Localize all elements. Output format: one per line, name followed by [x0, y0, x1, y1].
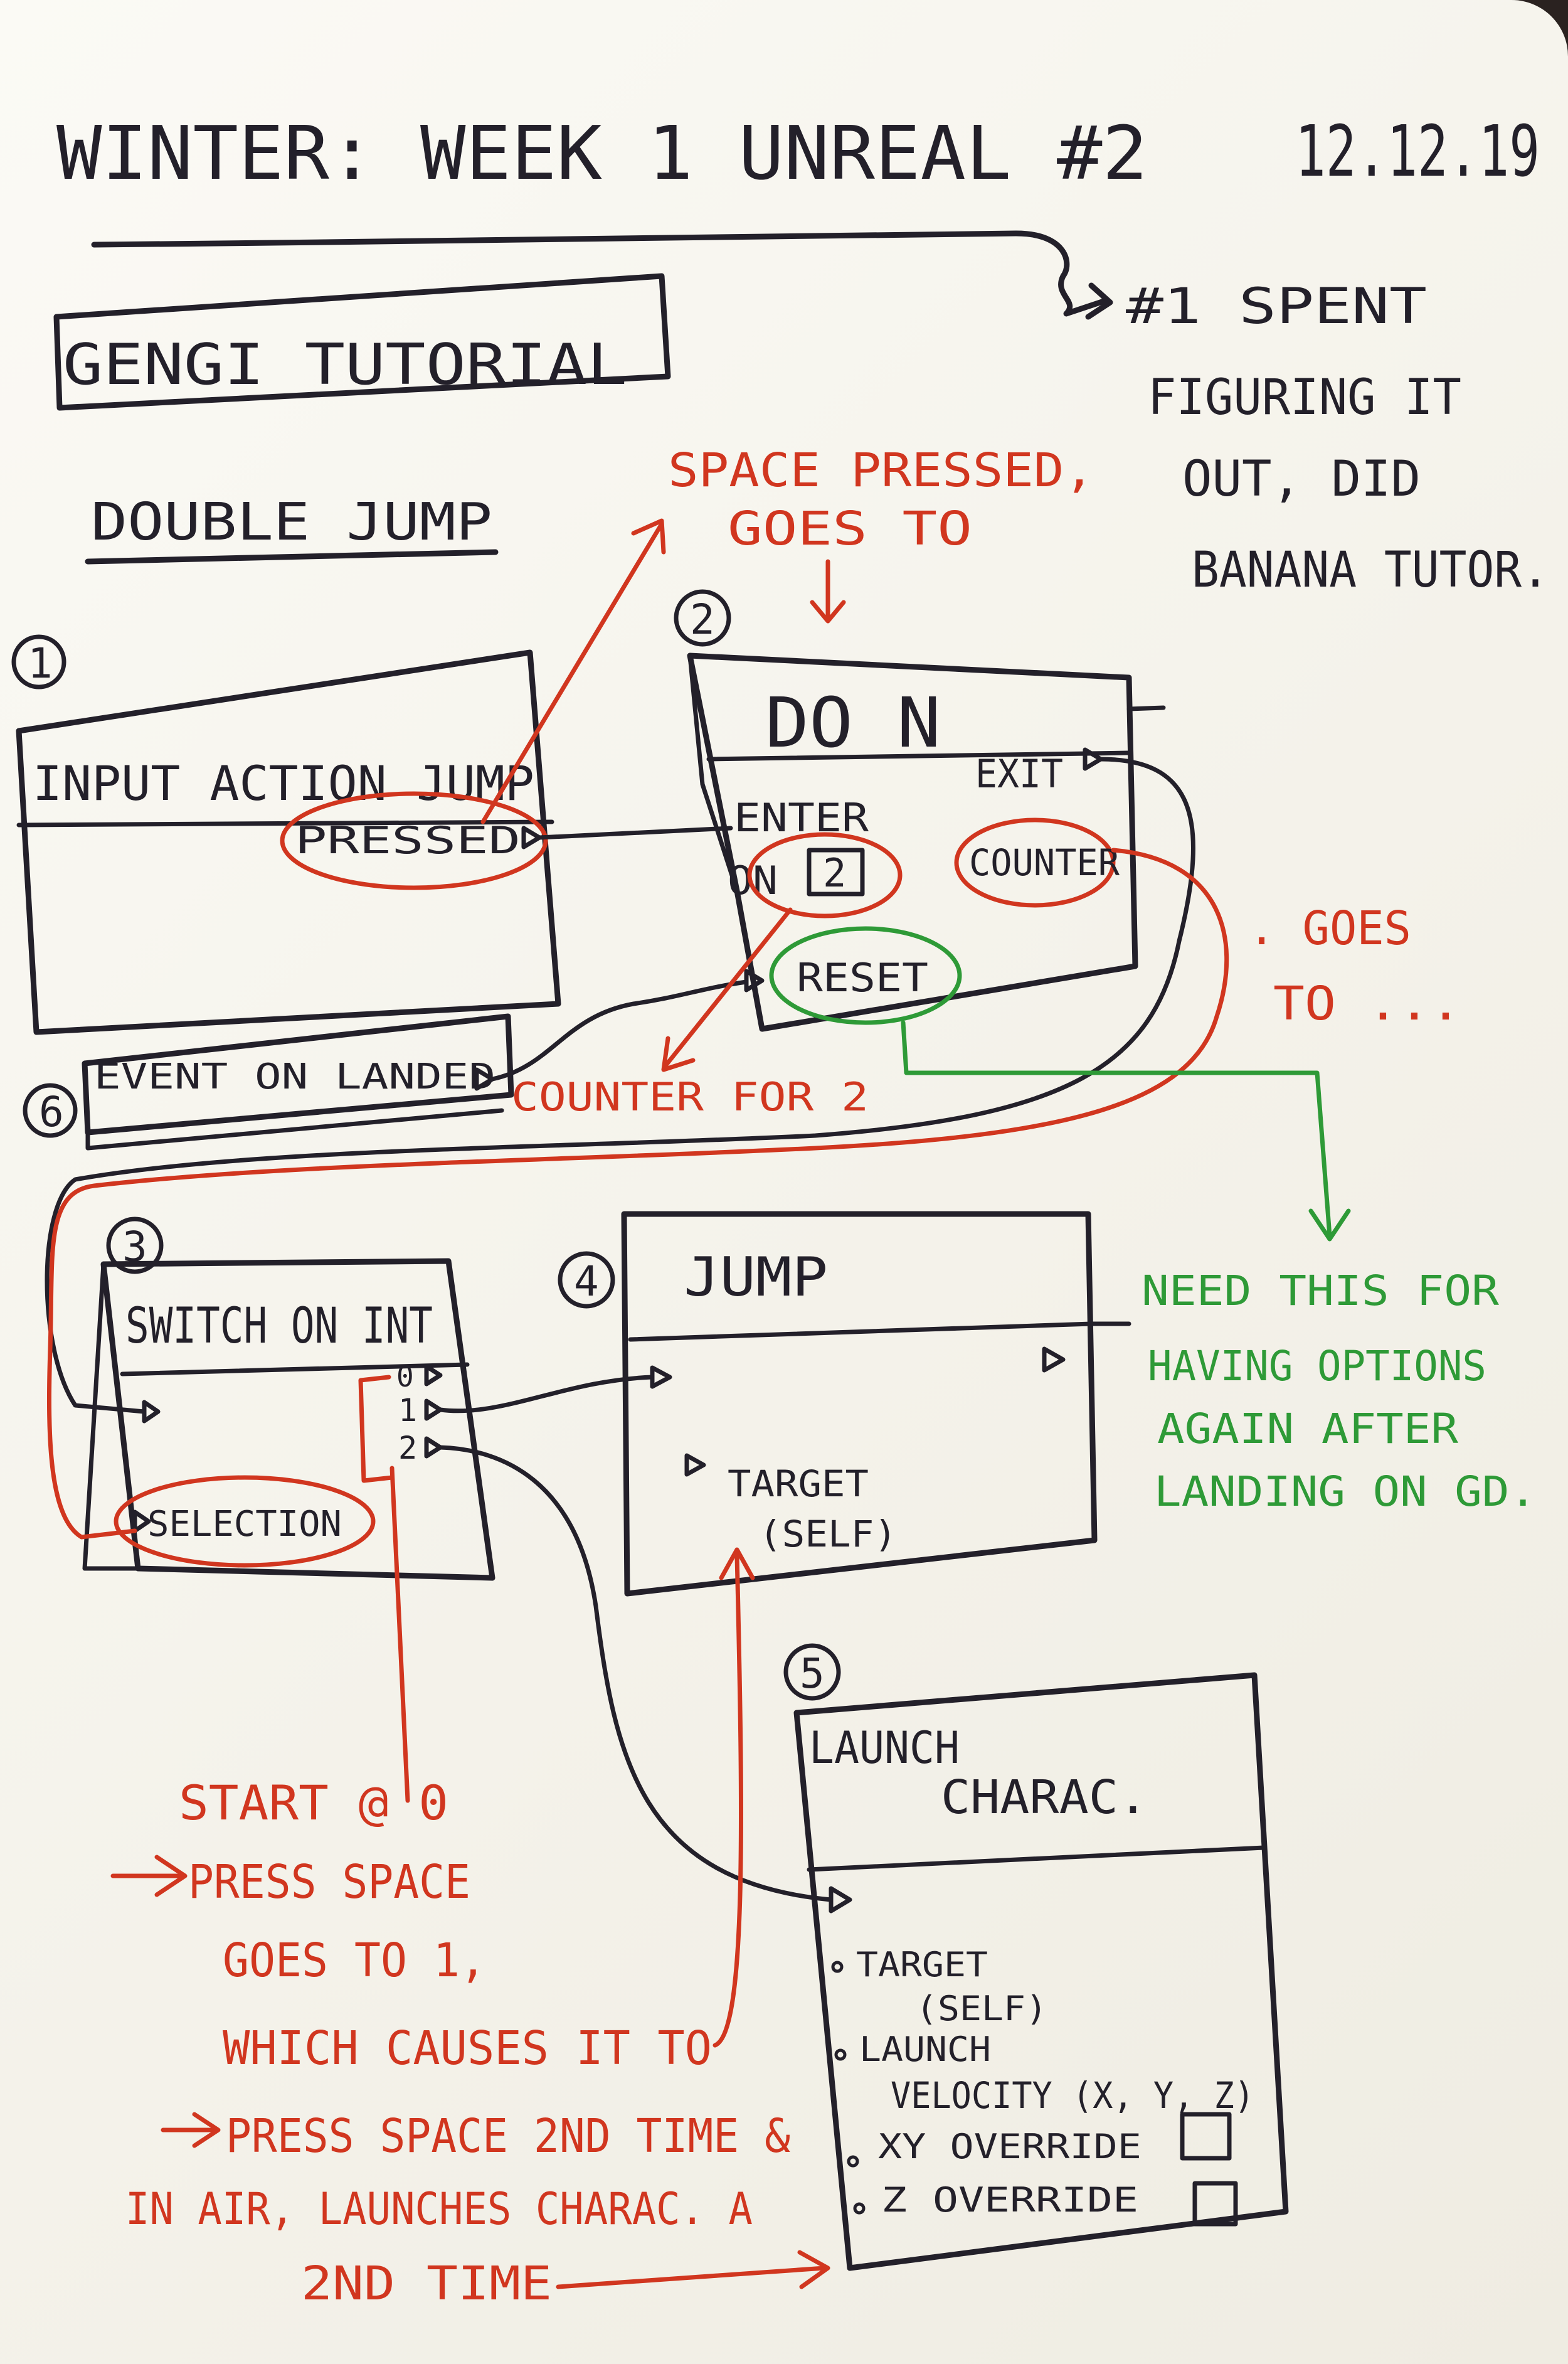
node5-pin-launch: LAUNCH	[859, 2030, 991, 2069]
on-highlight	[747, 832, 903, 918]
annot-goes-to-2: TO ...	[1273, 977, 1461, 1031]
selection-highlight	[114, 1475, 376, 1568]
node1-number: 1	[28, 639, 53, 688]
annot-need-2: HAVING OPTIONS	[1148, 1342, 1486, 1390]
node4-title: JUMP	[684, 1246, 828, 1309]
annot-start-5: PRESS SPACE 2ND TIME &	[226, 2109, 790, 2163]
node2-pin-counter: COUNTER	[969, 841, 1120, 884]
section-title-underline	[85, 549, 499, 565]
arrow-down-to-don	[810, 559, 846, 624]
node2-n-value: 2	[823, 850, 846, 896]
node2-number: 2	[690, 595, 715, 644]
annot-need-3: AGAIN AFTER	[1157, 1405, 1458, 1453]
node5-title2: CHARAC.	[941, 1770, 1148, 1824]
n-value-box	[807, 848, 865, 897]
node-input-action-jump: 1 INPUT ACTION JUMP PRESSED	[11, 634, 561, 1035]
wire-out2-to-launch	[438, 1445, 834, 1902]
arrow-up-to-jump-target	[712, 1547, 755, 2048]
node5-title1: LAUNCH	[809, 1722, 960, 1774]
header-underline	[91, 230, 1107, 317]
node5-pin-target: TARGET	[856, 1945, 988, 1984]
side-note-line2: FIGURING IT	[1148, 370, 1461, 426]
page-date: 12.12.19	[1295, 111, 1540, 193]
node5-pin-velocity: VELOCITY (X, Y, Z)	[891, 2074, 1254, 2117]
header-arrow-head	[1085, 282, 1113, 320]
outputs-bracket	[358, 1375, 395, 1483]
node5-pin-target-sub: (SELF)	[916, 1989, 1047, 2028]
node3-out0: 0	[396, 1360, 414, 1393]
node6-title: EVENT ON LANDED	[94, 1057, 495, 1097]
arrow-marker-1	[110, 1855, 188, 1897]
node2-pin-reset: RESET	[797, 955, 928, 1001]
node4-pin-target-sub: (SELF)	[759, 1513, 897, 1555]
node-do-n: 2 DO N ENTER ON 2 EXIT COUNTER RESET	[674, 589, 1166, 1032]
red-bracket-down-line	[389, 1466, 410, 1803]
node-jump: 4 JUMP TARGET (SELF)	[558, 1211, 1131, 1597]
arrow-marker-2	[161, 2112, 221, 2148]
arrow-pressed-to-note	[480, 518, 666, 824]
annot-goes-to-1: . GOES	[1248, 902, 1411, 956]
node4-pin-target: TARGET	[728, 1462, 869, 1505]
annot-start-6: IN AIR, LAUNCHES CHARAC. A	[125, 2183, 753, 2235]
xy-override-checkbox[interactable]	[1180, 2112, 1232, 2161]
tutorial-label: GENGI TUTORIAL	[63, 332, 627, 398]
annot-need-1: NEED THIS FOR	[1142, 1267, 1499, 1315]
node5-pin-z: Z OVERRIDE	[881, 2180, 1138, 2220]
tutorial-box: GENGI TUTORIAL	[53, 273, 671, 411]
annot-start-4: WHICH CAUSES IT TO	[223, 2021, 712, 2075]
node2-pin-exit: EXIT	[975, 751, 1063, 797]
wire-exit-to-switch	[45, 757, 1195, 1414]
wire-out1-to-jump	[438, 1375, 655, 1414]
side-note-line3: OUT, DID	[1182, 451, 1421, 508]
arrow-to-launch-node	[556, 2250, 830, 2289]
annot-start-3: GOES TO 1,	[223, 1934, 486, 1988]
z-override-checkbox[interactable]	[1192, 2181, 1238, 2227]
node3-out2: 2	[398, 1430, 417, 1466]
node-launch-character: 5 LAUNCH CHARAC. TARGET (SELF) LAUNCH VE…	[783, 1643, 1289, 2271]
annot-space-pressed-2: GOES TO	[728, 502, 972, 556]
annot-counter-for-2: COUNTER FOR 2	[511, 1074, 869, 1120]
node1-pin-pressed: PRESSED	[295, 819, 521, 863]
annot-need-4: LANDING ON GD.	[1154, 1467, 1537, 1516]
node-switch-on-int: 3 SWITCH ON INT SELECTION 0 1 2	[82, 1217, 495, 1581]
node5-pin-xy: XY OVERRIDE	[878, 2127, 1142, 2166]
red-loop-counter-to-selection	[46, 848, 1229, 1540]
page-title: WINTER: WEEK 1 UNREAL #2	[56, 110, 1148, 196]
wire-landed-to-reset	[490, 979, 749, 1082]
node3-out1: 1	[398, 1392, 417, 1429]
annot-space-pressed-1: SPACE PRESSED,	[668, 444, 1094, 498]
node1-title: INPUT ACTION JUMP	[33, 755, 534, 811]
counter-highlight	[954, 817, 1116, 908]
node3-title: SWITCH ON INT	[125, 1298, 433, 1355]
wire-pressed-to-enter	[537, 826, 733, 840]
node-event-on-landed: 6 EVENT ON LANDED	[23, 1013, 514, 1151]
node2-pin-enter: ENTER	[734, 795, 869, 841]
node5-number: 5	[800, 1649, 825, 1698]
green-arrow-reset-to-note	[901, 1020, 1351, 1242]
pressed-highlight	[280, 791, 548, 890]
side-note-line4: BANANA TUTOR.	[1192, 542, 1549, 599]
node2-title: DO N	[765, 683, 941, 763]
annot-start-2: PRESS SPACE	[188, 1855, 470, 1909]
arrow-on-to-counter-note	[661, 907, 793, 1072]
side-note-line1: #1 SPENT	[1126, 279, 1427, 335]
reset-highlight	[769, 926, 962, 1025]
node3-pin-selection: SELECTION	[147, 1504, 342, 1545]
section-title: DOUBLE JUMP	[91, 492, 492, 552]
node6-number: 6	[39, 1088, 64, 1136]
annot-start-7: 2ND TIME	[301, 2257, 552, 2311]
annot-start-1: START @ 0	[179, 1775, 448, 1831]
node4-number: 4	[574, 1257, 599, 1306]
